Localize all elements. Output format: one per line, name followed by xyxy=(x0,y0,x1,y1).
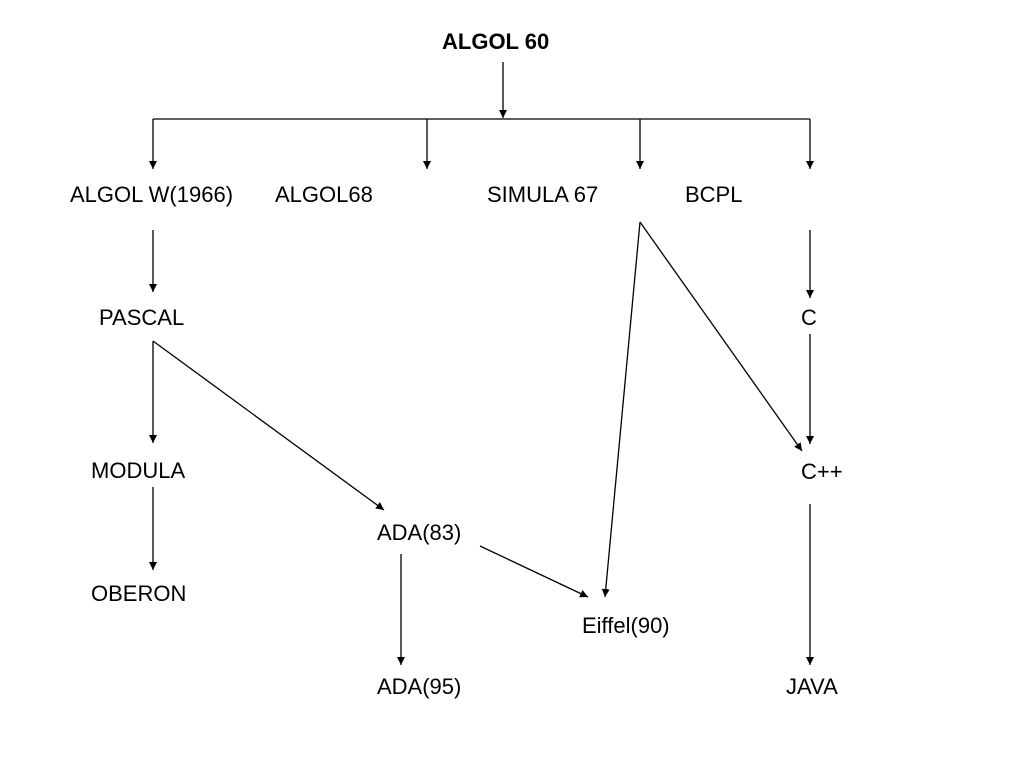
edge-simula67-to-cpp xyxy=(639,221,803,452)
node-oberon: OBERON xyxy=(91,581,187,606)
edge-pascal-to-ada83 xyxy=(152,340,385,511)
node-simula67: SIMULA 67 xyxy=(487,182,599,207)
node-eiffel90: Eiffel(90) xyxy=(582,613,670,638)
node-pascal: PASCAL xyxy=(99,305,185,330)
node-ada95: ADA(95) xyxy=(377,674,462,699)
node-algolw: ALGOL W(1966) xyxy=(70,182,234,207)
node-modula: MODULA xyxy=(91,458,186,483)
node-ada83: ADA(83) xyxy=(377,520,462,545)
node-java: JAVA xyxy=(786,674,838,699)
node-algol68: ALGOL68 xyxy=(275,182,373,207)
node-algol60: ALGOL 60 xyxy=(442,29,550,54)
edge-ada83-to-eiffel90 xyxy=(479,545,589,598)
node-c: C xyxy=(801,305,817,330)
edge-simula67-to-eiffel90 xyxy=(601,221,641,598)
node-cpp: C++ xyxy=(801,459,843,484)
node-bcpl: BCPL xyxy=(685,182,743,207)
